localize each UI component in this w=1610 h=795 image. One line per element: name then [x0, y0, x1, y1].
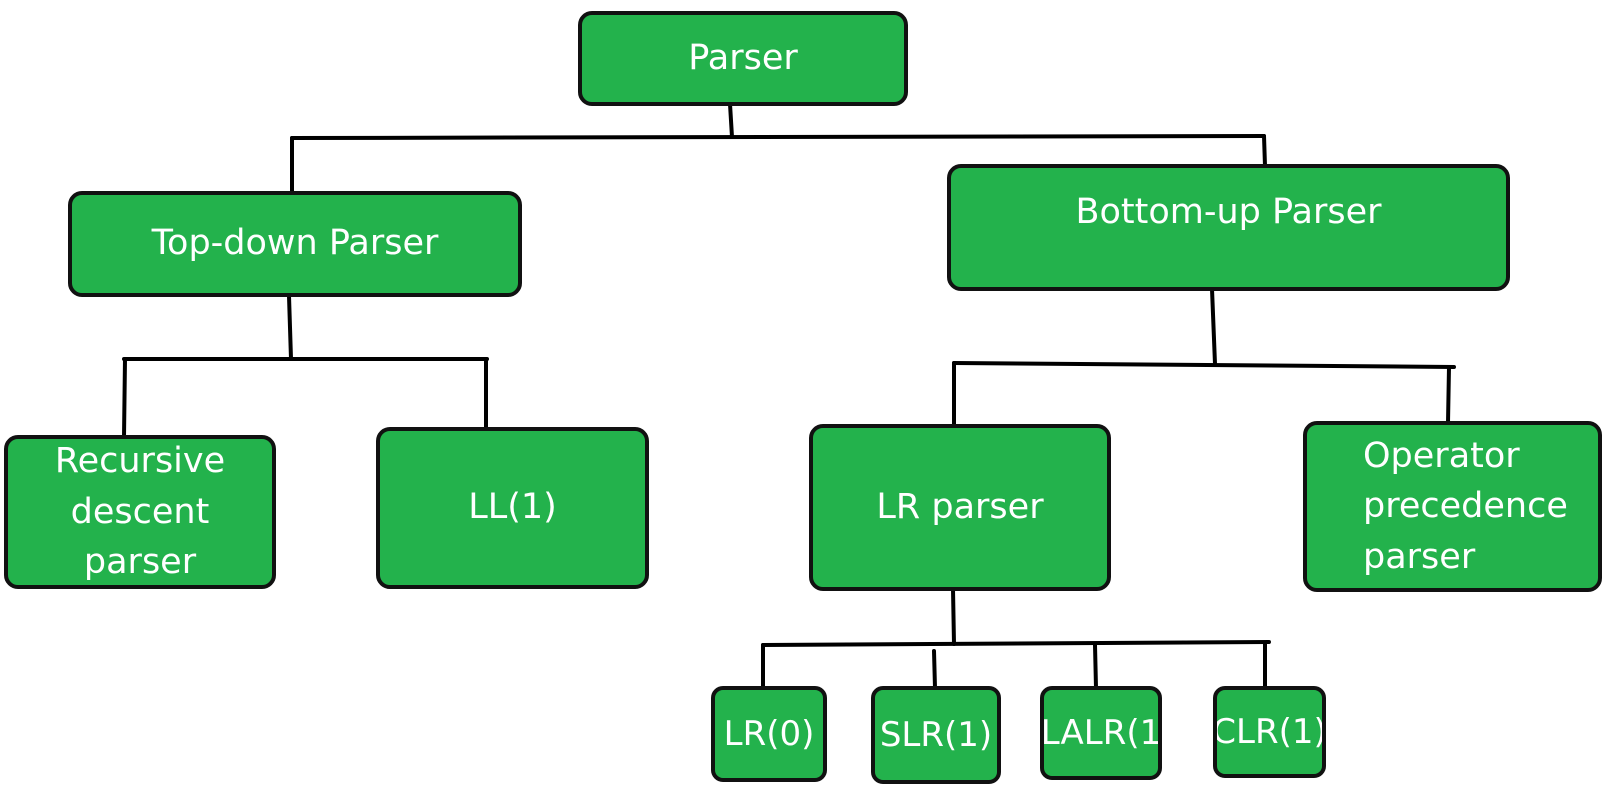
operator-precedence-parser-label: Operator precedence parser [1363, 435, 1568, 577]
top-down-parser-label: Top-down Parser [151, 223, 439, 264]
slr1-node: SLR(1) [871, 686, 1001, 784]
parser-label: Parser [688, 37, 798, 78]
operator-precedence-parser-node: Operator precedence parser [1303, 421, 1602, 592]
bottom-up-parser-label: Bottom-up Parser [1075, 192, 1382, 232]
lalr1-node: LALR(1 [1040, 686, 1162, 780]
ll1-label: LL(1) [468, 487, 557, 528]
lalr1-label: LALR(1 [1040, 712, 1162, 753]
connector-bottom-up-to-operator [1446, 365, 1451, 425]
connector-lr-bar [761, 640, 1271, 647]
lr0-node: LR(0) [711, 686, 827, 782]
clr1-node: CLR(1) [1213, 686, 1326, 778]
connector-top-down-to-recursive [122, 357, 127, 439]
connector-top-down-stem [287, 294, 293, 361]
ll1-node: LL(1) [376, 427, 649, 589]
lr0-label: LR(0) [723, 713, 815, 754]
connector-lr-stem [951, 587, 956, 646]
connector-root-to-bottom-up [1262, 134, 1267, 168]
recursive-descent-parser-node: Recursive descent parser [4, 435, 276, 589]
connector-root-stem [728, 102, 734, 139]
connector-lr-to-lalr1 [1093, 643, 1098, 690]
connector-bottom-up-bar [952, 361, 1456, 369]
lr-parser-node: LR parser [809, 424, 1111, 591]
parser-node: Parser [578, 11, 908, 106]
top-down-parser-node: Top-down Parser [68, 191, 522, 297]
clr1-label: CLR(1) [1213, 711, 1326, 752]
connector-bottom-up-stem [1210, 287, 1217, 366]
recursive-descent-parser-label: Recursive descent parser [54, 441, 226, 583]
slr1-label: SLR(1) [879, 714, 993, 755]
lr-parser-label: LR parser [876, 486, 1044, 527]
connector-lr-to-slr1 [932, 649, 937, 690]
bottom-up-parser-node: Bottom-up Parser [947, 164, 1510, 291]
connector-root-bar [290, 134, 1266, 140]
